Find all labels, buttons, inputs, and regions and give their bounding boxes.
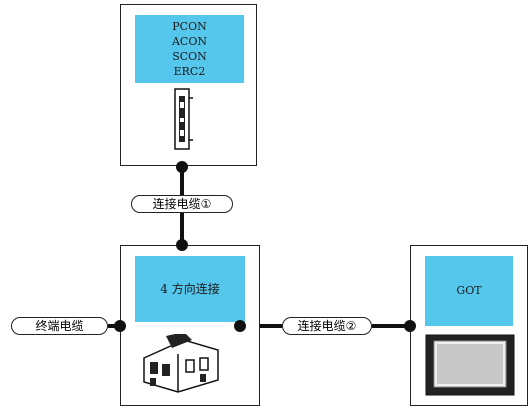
terminal-cable-label: 终端电缆 — [11, 317, 108, 335]
port-dot-controller — [176, 161, 188, 173]
model-label: ACON — [171, 35, 207, 48]
controller-connector-icon — [174, 88, 193, 150]
hub-connector-icon — [143, 334, 219, 393]
cable1-label: 连接电缆① — [131, 195, 233, 213]
model-label: PCON — [172, 20, 207, 33]
model-label: SCON — [172, 50, 207, 63]
controller-model-panel: PCON ACON SCON ERC2 — [135, 15, 244, 83]
port-dot-hub-left — [114, 320, 126, 332]
cable2-label: 连接电缆② — [282, 317, 372, 335]
port-dot-hub-right — [234, 320, 246, 332]
model-label: ERC2 — [173, 65, 206, 78]
got-screen-icon — [425, 334, 515, 396]
got-label: GOT — [425, 256, 513, 326]
hub-label: 4 方向连接 — [135, 256, 245, 322]
port-dot-got — [404, 320, 416, 332]
port-dot-hub-top — [176, 239, 188, 251]
